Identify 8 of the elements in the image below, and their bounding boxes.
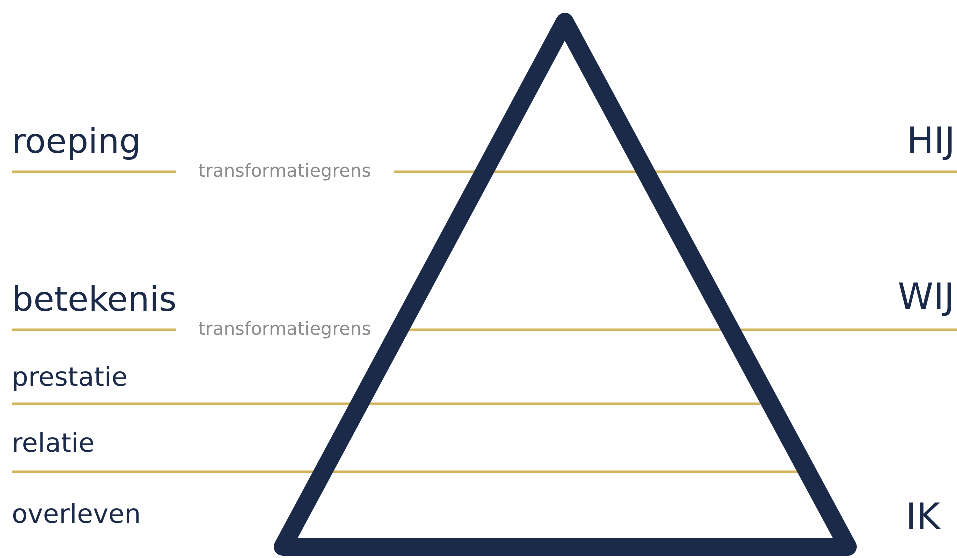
level-label: IK <box>906 500 940 536</box>
level-label: relatie <box>12 431 95 457</box>
level-label: WIJ <box>898 280 955 316</box>
level-label: HIJ <box>907 124 956 160</box>
level-label: betekenis <box>12 283 177 317</box>
level-label: overleven <box>12 502 142 528</box>
level-label: roeping <box>12 125 142 159</box>
level-label: prestatie <box>12 365 128 391</box>
